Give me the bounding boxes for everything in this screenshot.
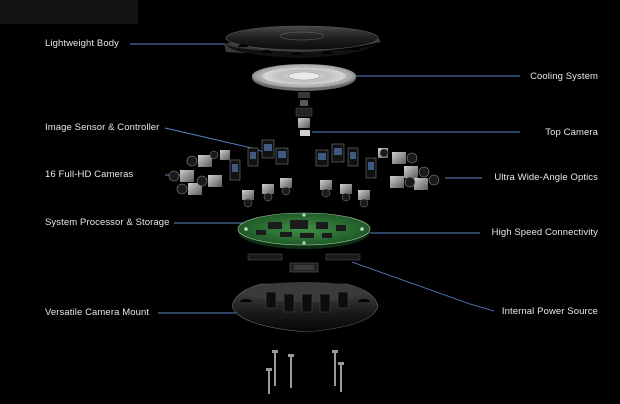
camera-left-8	[209, 150, 230, 160]
sensor-left-1	[229, 159, 241, 181]
camera-left-1	[186, 155, 212, 167]
sensor-right-4	[365, 157, 377, 179]
label-processor-storage: System Processor & Storage	[45, 217, 170, 228]
camera-right-5	[320, 180, 332, 198]
lightweight-body-shell	[224, 25, 381, 58]
mounting-screws	[266, 350, 344, 394]
camera-mount-base	[231, 282, 379, 333]
label-full-hd-cameras: 16 Full-HD Cameras	[45, 169, 134, 180]
sensor-right-3	[347, 147, 359, 167]
camera-left-7	[280, 178, 292, 196]
processor-board	[237, 212, 371, 249]
camera-ring	[168, 139, 440, 208]
leader-power-source	[351, 261, 495, 312]
label-image-sensor: Image Sensor & Controller	[45, 122, 160, 133]
label-power-source: Internal Power Source	[501, 306, 598, 317]
camera-left-3	[176, 183, 202, 195]
label-wide-angle: Ultra Wide-Angle Optics	[494, 172, 598, 183]
sensor-left-4	[275, 147, 289, 165]
top-camera-module	[295, 92, 313, 136]
label-camera-mount: Versatile Camera Mount	[45, 307, 150, 318]
sensor-left-3	[261, 139, 275, 159]
power-source-modules	[247, 253, 361, 273]
camera-left-4	[196, 175, 222, 187]
camera-right-7	[358, 190, 370, 208]
sensor-right-2	[331, 143, 345, 163]
sensor-right-1	[315, 149, 329, 167]
camera-right-4	[390, 176, 416, 188]
camera-left-6	[262, 184, 274, 202]
camera-right-8	[378, 148, 389, 158]
sensor-left-2	[247, 147, 259, 167]
label-top-camera: Top Camera	[545, 127, 598, 138]
cooling-system-disc	[252, 64, 356, 91]
camera-left-2	[168, 170, 194, 182]
label-cooling-system: Cooling System	[530, 71, 598, 82]
label-lightweight-body: Lightweight Body	[45, 38, 119, 49]
camera-right-2	[404, 166, 430, 178]
camera-right-1	[392, 152, 418, 164]
camera-right-6	[340, 184, 352, 202]
label-connectivity: High Speed Connectivity	[491, 227, 598, 238]
camera-left-5	[242, 190, 254, 208]
corner-watermark-block	[0, 0, 138, 24]
camera-right-3	[414, 174, 440, 190]
